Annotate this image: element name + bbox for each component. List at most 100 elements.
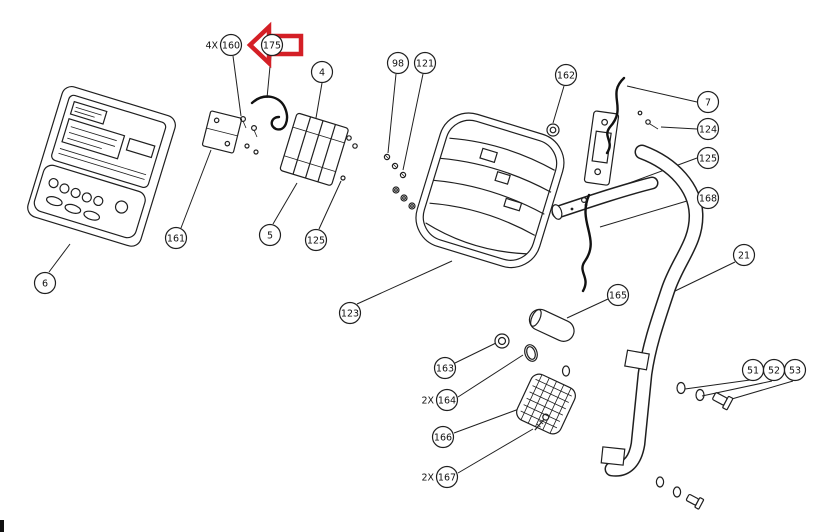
- callout-balloon: [433, 356, 457, 380]
- screw-125: [580, 197, 587, 204]
- roller-165: [528, 308, 575, 342]
- callout-53: 53: [783, 358, 807, 382]
- washer-166: [561, 365, 571, 377]
- callout-51: 51: [741, 358, 765, 382]
- callout-balloon: [310, 60, 334, 84]
- cable-7: [605, 76, 626, 155]
- tube-block-upper: [624, 349, 650, 371]
- callout-125b: 125: [304, 228, 328, 252]
- callout-label: 167: [438, 473, 456, 484]
- mast-plate: [583, 110, 620, 186]
- screws-160: [240, 115, 259, 155]
- callout-balloon: [696, 186, 720, 210]
- callout-label: 51: [747, 366, 759, 377]
- screws-battery: [340, 135, 358, 181]
- callout-label: 163: [436, 364, 454, 375]
- callout-balloon: [33, 271, 57, 295]
- callout-label: 124: [699, 125, 717, 136]
- callout-balloon: [696, 90, 720, 114]
- callout-label: 165: [609, 291, 627, 302]
- callout-balloon: [219, 33, 243, 57]
- callout-label: 160: [222, 41, 240, 52]
- callout-163: 163: [433, 356, 457, 380]
- nut-162: [546, 123, 560, 137]
- tube-block-lower: [600, 446, 626, 466]
- callout-161: 161: [164, 226, 188, 250]
- callout-label: 123: [341, 309, 359, 320]
- callout-label: 121: [416, 59, 434, 70]
- callout-balloon: [260, 33, 284, 57]
- callout-123: 123: [338, 301, 362, 325]
- callout-label: 125: [699, 154, 717, 165]
- callout-balloon: [732, 243, 756, 267]
- nut-163: [494, 333, 510, 349]
- frame-assembly: [551, 76, 734, 510]
- callout-125a: 125: [696, 146, 720, 170]
- mount-bracket: [201, 110, 243, 154]
- callout-balloon: [258, 223, 282, 247]
- callout-5: 5: [258, 223, 282, 247]
- screw-167: [534, 413, 550, 431]
- callout-balloon: [304, 228, 328, 252]
- callout-98: 98: [386, 51, 410, 75]
- callout-label: 162: [557, 71, 575, 82]
- callout-label: 6: [42, 279, 48, 290]
- callout-balloon: [431, 425, 455, 449]
- callout-label: 53: [789, 366, 801, 377]
- callout-label: 164: [438, 396, 456, 407]
- callout-175: 175: [260, 33, 284, 57]
- callout-160: 160 4X: [205, 33, 243, 57]
- callout-balloon: [338, 301, 362, 325]
- callout-21: 21: [732, 243, 756, 267]
- callout-label: 52: [768, 366, 780, 377]
- callout-6: 6: [33, 271, 57, 295]
- callout-label: 125: [307, 236, 325, 247]
- callout-label: 21: [738, 251, 750, 262]
- callout-label: 4: [319, 68, 325, 79]
- callout-quantity-prefix: 2X: [421, 473, 434, 484]
- callout-label: 5: [267, 231, 273, 242]
- battery-holder: [279, 112, 349, 186]
- leader-lines: [48, 55, 794, 474]
- callout-balloon: [435, 388, 459, 412]
- callout-label: 168: [699, 194, 717, 205]
- callout-balloon: [696, 146, 720, 170]
- callout-quantity-prefix: 2X: [421, 396, 434, 407]
- cable-168: [581, 193, 592, 293]
- callout-164: 164 2X: [421, 388, 459, 412]
- callout-label: 98: [392, 59, 404, 70]
- page-artifact: [0, 520, 4, 532]
- callout-168: 168: [696, 186, 720, 210]
- callout-121: 121: [413, 51, 437, 75]
- callout-165: 165: [606, 283, 630, 307]
- callout-balloon: [606, 283, 630, 307]
- fasteners-51-52-53: [655, 381, 734, 510]
- callout-4: 4: [310, 60, 334, 84]
- callout-label: 175: [263, 41, 281, 52]
- callout-balloon: [783, 358, 807, 382]
- console-back-cover: [415, 112, 565, 269]
- callout-balloon: [435, 465, 459, 489]
- wire-175: [250, 95, 289, 131]
- callout-124: 124: [696, 117, 720, 141]
- callout-label: 7: [705, 98, 711, 109]
- callout-balloon: [554, 63, 578, 87]
- callout-balloon: [413, 51, 437, 75]
- callout-balloon: [164, 226, 188, 250]
- grip-166: [516, 373, 576, 435]
- oring-164: [524, 344, 538, 362]
- callout-label: 166: [434, 433, 452, 444]
- callout-52: 52: [762, 358, 786, 382]
- callout-balloon: [386, 51, 410, 75]
- callout-167: 167 2X: [421, 465, 459, 489]
- screw-124: [637, 110, 659, 130]
- console-display: [27, 85, 176, 247]
- callout-7: 7: [696, 90, 720, 114]
- callout-quantity-prefix: 4X: [205, 41, 218, 52]
- callout-balloon: [696, 117, 720, 141]
- hardware-98-121: [383, 153, 416, 210]
- callouts: 160 4X 175 4 98 121 162 7 124 125 168 161 5 125 6 123 21…: [33, 33, 807, 489]
- callout-label: 161: [167, 234, 185, 245]
